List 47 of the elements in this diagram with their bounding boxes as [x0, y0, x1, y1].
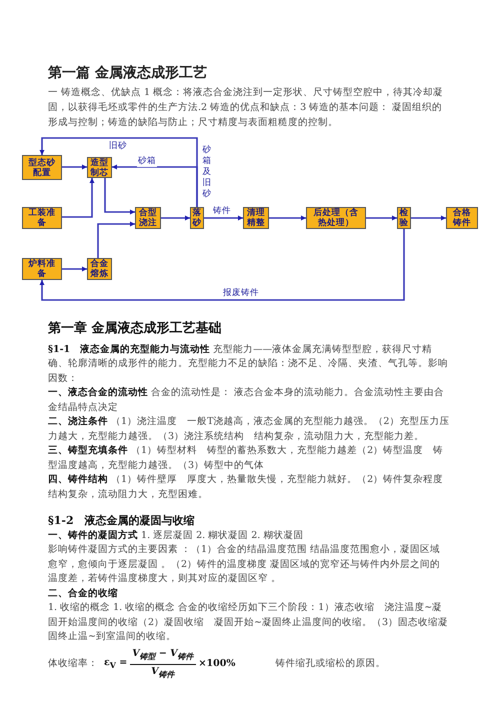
paragraph: 1. 收缩的概念 1. 收缩的概念 合金的收缩经历如下三个阶段：1）液态收缩 浇注温度~凝固开始温度间的收缩（2）凝固收缩 凝固开始~凝固终止温度间的收缩。（3）固态收缩凝固终止温~到室温间的收缩。	[48, 601, 450, 644]
arrow	[161, 216, 190, 220]
paragraph: 影响铸件凝固方式的主要因素 ：（1）合金的结晶温度范围 结晶温度范围愈小，凝固区域愈窄，愈倾向于逐层凝固 。（2）铸件的温度梯度 凝固区域的宽窄还与铸件内外层之间的温度差，若铸件温度梯度大，则其对应的凝固区窄 。	[48, 543, 442, 586]
process-box: 清理精整	[243, 207, 269, 229]
edge-label: 砂箱	[137, 155, 157, 167]
process-box: 合型浇注	[135, 207, 161, 229]
arrow	[40, 229, 405, 301]
process-box: 落砂	[190, 207, 204, 229]
process-box: 合格铸件	[446, 207, 478, 229]
vertical-text: 砂箱及旧砂	[202, 145, 212, 200]
process-box: 检验	[397, 207, 411, 229]
paragraph: 铸件缩孔或缩松的原因。	[275, 657, 386, 672]
edge-label: 报废铸件	[222, 287, 260, 299]
paragraph: 三、铸型充填条件 （1）铸型材料 铸型的蓄热系数大，充型能力越差（2）铸型温度 铸型温度越高，充型能力越强。（3）铸型中的气体	[48, 444, 444, 472]
arrow	[269, 216, 306, 220]
arrow	[411, 216, 446, 220]
process-box: 型态砂配置	[22, 155, 62, 180]
arrow	[112, 164, 198, 207]
process-box: 合金熔炼	[87, 258, 112, 280]
formula-text: ×100%	[198, 657, 236, 672]
formula-text: V$_{铸件}$	[151, 664, 175, 681]
arrow	[366, 216, 397, 220]
arrow	[204, 216, 243, 220]
formula-text: ε$_{V}$ =	[104, 656, 128, 672]
arrow	[104, 178, 135, 214]
paragraph: 一、铸件的凝固方式 1. 逐层凝固 2. 糊状凝固 2. 糊状凝固	[48, 528, 304, 542]
paragraph: §1-1 液态金属的充型能力与流动性 充型能力——液体金属充满铸型型腔，获得尺寸精确、轮廓清晰的成形件的能力。充型能力不足的缺陷：浇不足、冷隔、夹渣、气孔等。影响因数：	[48, 342, 449, 386]
edge-label: 旧砂	[108, 140, 128, 152]
arrow	[62, 164, 87, 170]
arrow	[62, 178, 94, 218]
section-heading: §1-2 液态金属的凝固与收缩	[48, 514, 196, 528]
formula-text: 体收缩率：	[48, 657, 98, 672]
process-box: 后处理（含热处理）	[306, 207, 366, 229]
paragraph: 二、浇注条件 （1）浇注温度 一般T浇越高，液态金属的充型能力越强。（2）充型压力压力越大，充型能力越强。（3）浇注系统结构 结构复杂，流动阻力大，充型能力差。	[48, 415, 450, 444]
arrow	[97, 222, 135, 258]
formula-text: V$_{铸型}$ − V$_{铸件}$	[130, 646, 196, 665]
process-box: 造型制芯	[87, 157, 112, 178]
paragraph: 一 铸造概念、优缺点 1 概念：将液态合金浇注到一定形状、尺寸铸型空腔中，待其冷却凝固，以获得毛坯或零件的生产方法.2 铸造的优点和缺点：3 铸造的基本问题： 凝固组织的形成与控制；铸造的缺陷与防止；尺寸精度与表面粗糙度的控制。	[48, 86, 444, 130]
edge-label: 铸件	[212, 205, 232, 217]
section-heading: 二、合金的收缩	[48, 586, 119, 600]
paragraph: 四、铸件结构 （1）铸件壁厚 厚度大，热量散失慢，充型能力就好。（2）铸件复杂程度结构复杂，流动阻力大，充型困难。	[48, 473, 444, 502]
page-title: 第一篇 金属液态成形工艺	[48, 64, 207, 82]
arrow	[62, 266, 87, 272]
process-box: 工装准备	[22, 207, 62, 229]
paragraph: 一、液态合金的流动性 合金的流动性是： 液态合金本身的流动能力。合金流动性主要由合金结晶特点决定	[48, 386, 446, 414]
section-heading: 第一章 金属液态成形工艺基础	[48, 322, 223, 336]
process-box: 炉料准备	[22, 258, 62, 280]
